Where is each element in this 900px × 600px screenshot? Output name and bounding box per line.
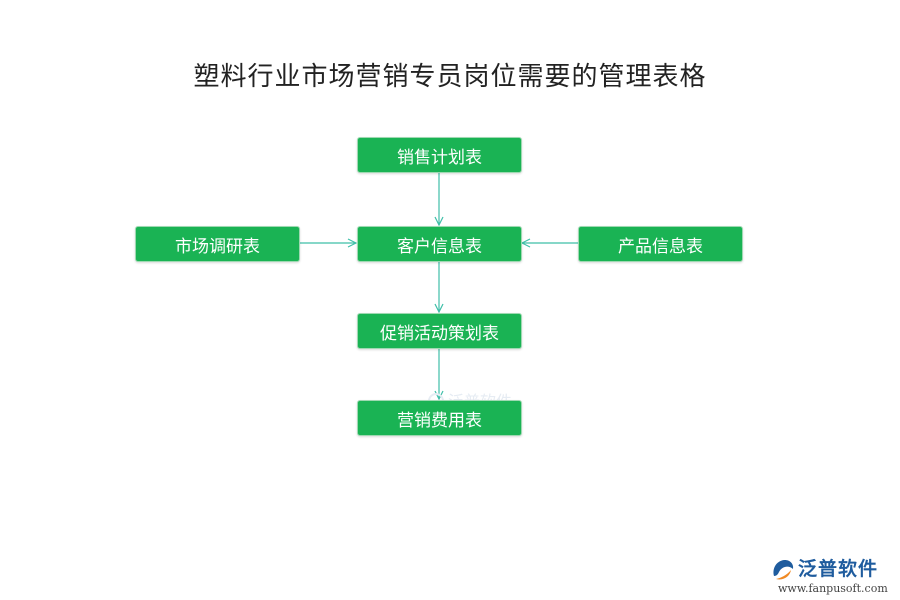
brand-logo-name: 泛普软件 xyxy=(798,558,879,580)
node-sales-plan: 销售计划表 xyxy=(357,137,522,173)
node-customer-info: 客户信息表 xyxy=(357,226,522,262)
page-title: 塑料行业市场营销专员岗位需要的管理表格 xyxy=(193,62,707,92)
node-product-info: 产品信息表 xyxy=(578,226,743,262)
brand-logo-url: www.fanpusoft.com xyxy=(778,582,888,595)
brand-logo-icon xyxy=(773,559,794,580)
node-marketing-expense: 营销费用表 xyxy=(357,400,522,436)
brand-logo: 泛普软件 www.fanpusoft.com xyxy=(770,552,894,596)
node-market-research: 市场调研表 xyxy=(135,226,300,262)
node-promotion-plan: 促销活动策划表 xyxy=(357,313,522,349)
